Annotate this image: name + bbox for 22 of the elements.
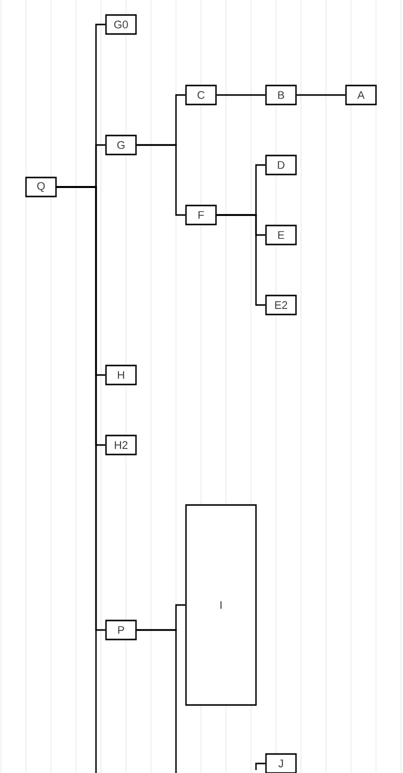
box: G — [105, 134, 137, 156]
connector-line — [216, 94, 266, 96]
connector-line — [255, 762, 266, 770]
box: F — [185, 204, 217, 226]
connector-line — [136, 144, 186, 216]
box: C — [185, 84, 217, 106]
box: H2 — [105, 434, 137, 456]
box: B — [265, 84, 297, 106]
box: P — [105, 620, 137, 640]
box: Q — [25, 176, 57, 198]
connector-line — [296, 94, 346, 96]
box: E2 — [265, 294, 297, 316]
connector-line — [216, 214, 266, 306]
box: A — [345, 84, 377, 106]
connector-line — [136, 629, 177, 773]
box: J — [265, 753, 297, 773]
box: H — [105, 364, 137, 386]
box: G0 — [105, 14, 137, 35]
box: D — [265, 154, 297, 176]
box: E — [265, 224, 297, 246]
connector-line — [56, 186, 97, 773]
box: I — [185, 504, 257, 706]
